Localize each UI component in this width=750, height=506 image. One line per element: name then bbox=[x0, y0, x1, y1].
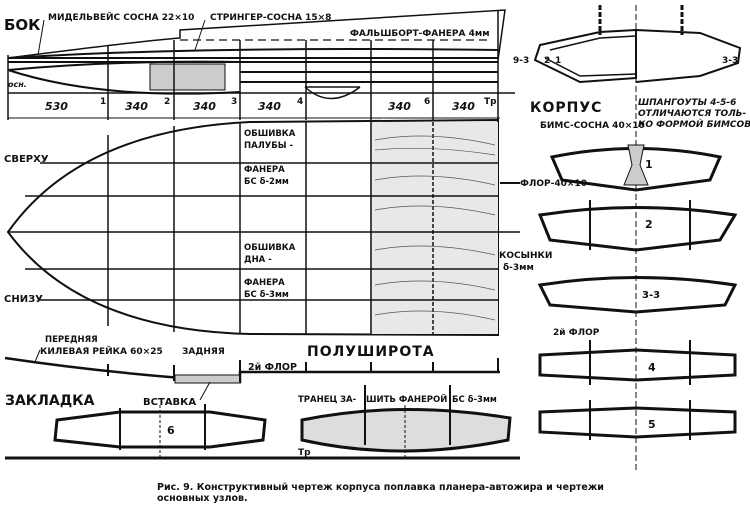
corpus-title: КОРПУС bbox=[530, 100, 602, 116]
bottom-sections: ЗАКЛАДКА ВСТАВКА 6 ТРАНЕЦ ЗА- ШИТЬ ФАНЕР… bbox=[5, 381, 520, 460]
side-view: БОК МИДЕЛЬВЕЙС СОСНА 22×10 СТРИНГЕР-СОСН… bbox=[4, 9, 515, 120]
gusset-label-2: δ-3мм bbox=[503, 263, 534, 273]
station-tr: Тр bbox=[484, 97, 497, 107]
keel-front-1: ПЕРЕДНЯЯ bbox=[45, 335, 98, 345]
deck-skin-2: ПАЛУБЫ - bbox=[244, 141, 294, 151]
dim-340-b: 340 bbox=[193, 100, 216, 113]
second-floor-label: 2й ФЛОР bbox=[553, 328, 600, 338]
frame-sections: 9-3 2 1 3-3 КОРПУС БИМС-СОСНА 40×10 ШПАН… bbox=[499, 5, 750, 470]
frame-6-label: 6 bbox=[167, 424, 175, 437]
section-top-label-2: 2 bbox=[544, 56, 550, 66]
frame-4: 4 bbox=[538, 348, 737, 382]
floor-label: ФЛОР-40×10 bbox=[520, 179, 587, 189]
deck-ply-1: ФАНЕРА bbox=[244, 165, 285, 175]
dim-340-c: 340 bbox=[258, 100, 281, 113]
stringer-label: СТРИНГЕР-СОСНА 15×8 bbox=[210, 13, 331, 23]
dim-340-a: 340 bbox=[125, 100, 148, 113]
keel-view: ПЕРЕДНЯЯ КИЛЕВАЯ РЕЙКА 60×25 ЗАДНЯЯ 2й Ф… bbox=[4, 335, 500, 384]
dim-530: 530 bbox=[45, 100, 68, 113]
station-6: 6 bbox=[424, 97, 430, 107]
top-label: СВЕРХУ bbox=[4, 154, 49, 165]
deck-ply-2: БС δ-2мм bbox=[244, 177, 289, 187]
transom-plywood bbox=[300, 407, 512, 453]
dim-340-e: 340 bbox=[452, 100, 475, 113]
transom-1: ТРАНЕЦ bbox=[298, 395, 338, 405]
station-4: 4 bbox=[297, 97, 303, 107]
half-breadth-label: ПОЛУШИРОТА bbox=[307, 344, 435, 360]
insert-label: ВСТАВКА bbox=[143, 397, 196, 408]
figure-caption: Рис. 9. Конструктивный чертеж корпуса по… bbox=[157, 482, 604, 504]
frame-5: 5 bbox=[538, 406, 737, 439]
bottom-skin-1: ОБШИВКА bbox=[244, 243, 296, 253]
hatched-section bbox=[304, 86, 361, 100]
bottom-ply-1: ФАНЕРА bbox=[244, 278, 285, 288]
frame-4-label: 4 bbox=[648, 361, 656, 374]
dim-340-d: 340 bbox=[388, 100, 411, 113]
midelveis-label: МИДЕЛЬВЕЙС СОСНА 22×10 bbox=[48, 11, 194, 23]
deck-skin-1: ОБШИВКА bbox=[244, 129, 296, 139]
plywood-skin bbox=[370, 122, 498, 334]
frame-33-label: 3-3 bbox=[642, 290, 660, 301]
keel-front-2: КИЛЕВАЯ РЕЙКА 60×25 bbox=[40, 345, 163, 357]
note-line-2: ОТЛИЧАЮТСЯ ТОЛЬ- bbox=[638, 109, 747, 119]
axis-label: осн. bbox=[8, 80, 27, 89]
transom-2: ЗА- bbox=[340, 395, 357, 405]
bottom-ply-2: БС δ-3мм bbox=[244, 290, 289, 300]
wood-insert bbox=[149, 63, 226, 91]
station-1: 1 bbox=[100, 97, 106, 107]
frame-2-label: 2 bbox=[645, 218, 653, 231]
frame-1-label: 1 bbox=[645, 158, 653, 171]
frame-5-label: 5 bbox=[648, 418, 656, 431]
note-line-3: КО ФОРМОЙ БИМСОВ bbox=[638, 118, 750, 130]
bottom-label: СНИЗУ bbox=[4, 294, 43, 305]
note-line-1: ШПАНГОУТЫ 4-5-6 bbox=[638, 98, 736, 108]
station-2: 2 bbox=[164, 97, 170, 107]
zakladka-title: ЗАКЛАДКА bbox=[5, 393, 95, 409]
transom-3: ШИТЬ ФАНЕРОЙ bbox=[366, 393, 447, 405]
keel-rear: ЗАДНЯЯ bbox=[182, 347, 225, 357]
frame-1: 1 bbox=[549, 144, 723, 192]
section-top-label-33: 3-3 bbox=[722, 56, 738, 66]
frame-3-3: 3-3 bbox=[537, 276, 738, 314]
tr-label: Тр bbox=[298, 448, 311, 458]
transom-4: БС δ-3мм bbox=[452, 395, 497, 405]
station-3: 3 bbox=[231, 97, 237, 107]
falshbort-label: ФАЛЬШБОРТ-ФАНЕРА 4мм bbox=[350, 29, 490, 39]
plan-view: СВЕРХУ СНИЗУ ОБШИВКА ПАЛУБЫ - ФАНЕРА БС … bbox=[4, 118, 520, 337]
gusset-label-1: КОСЫНКИ bbox=[499, 251, 552, 261]
section-top-label-1: 1 bbox=[555, 56, 561, 66]
keel-second-floor: 2й ФЛОР bbox=[248, 362, 297, 373]
bottom-skin-2: ДНА - bbox=[244, 255, 272, 265]
beam-label: БИМС-СОСНА 40×10 bbox=[540, 121, 645, 131]
frame-2: 2 bbox=[537, 206, 738, 252]
section-top-label-93: 9-3 bbox=[513, 56, 529, 66]
side-view-title: БОК bbox=[4, 16, 41, 34]
